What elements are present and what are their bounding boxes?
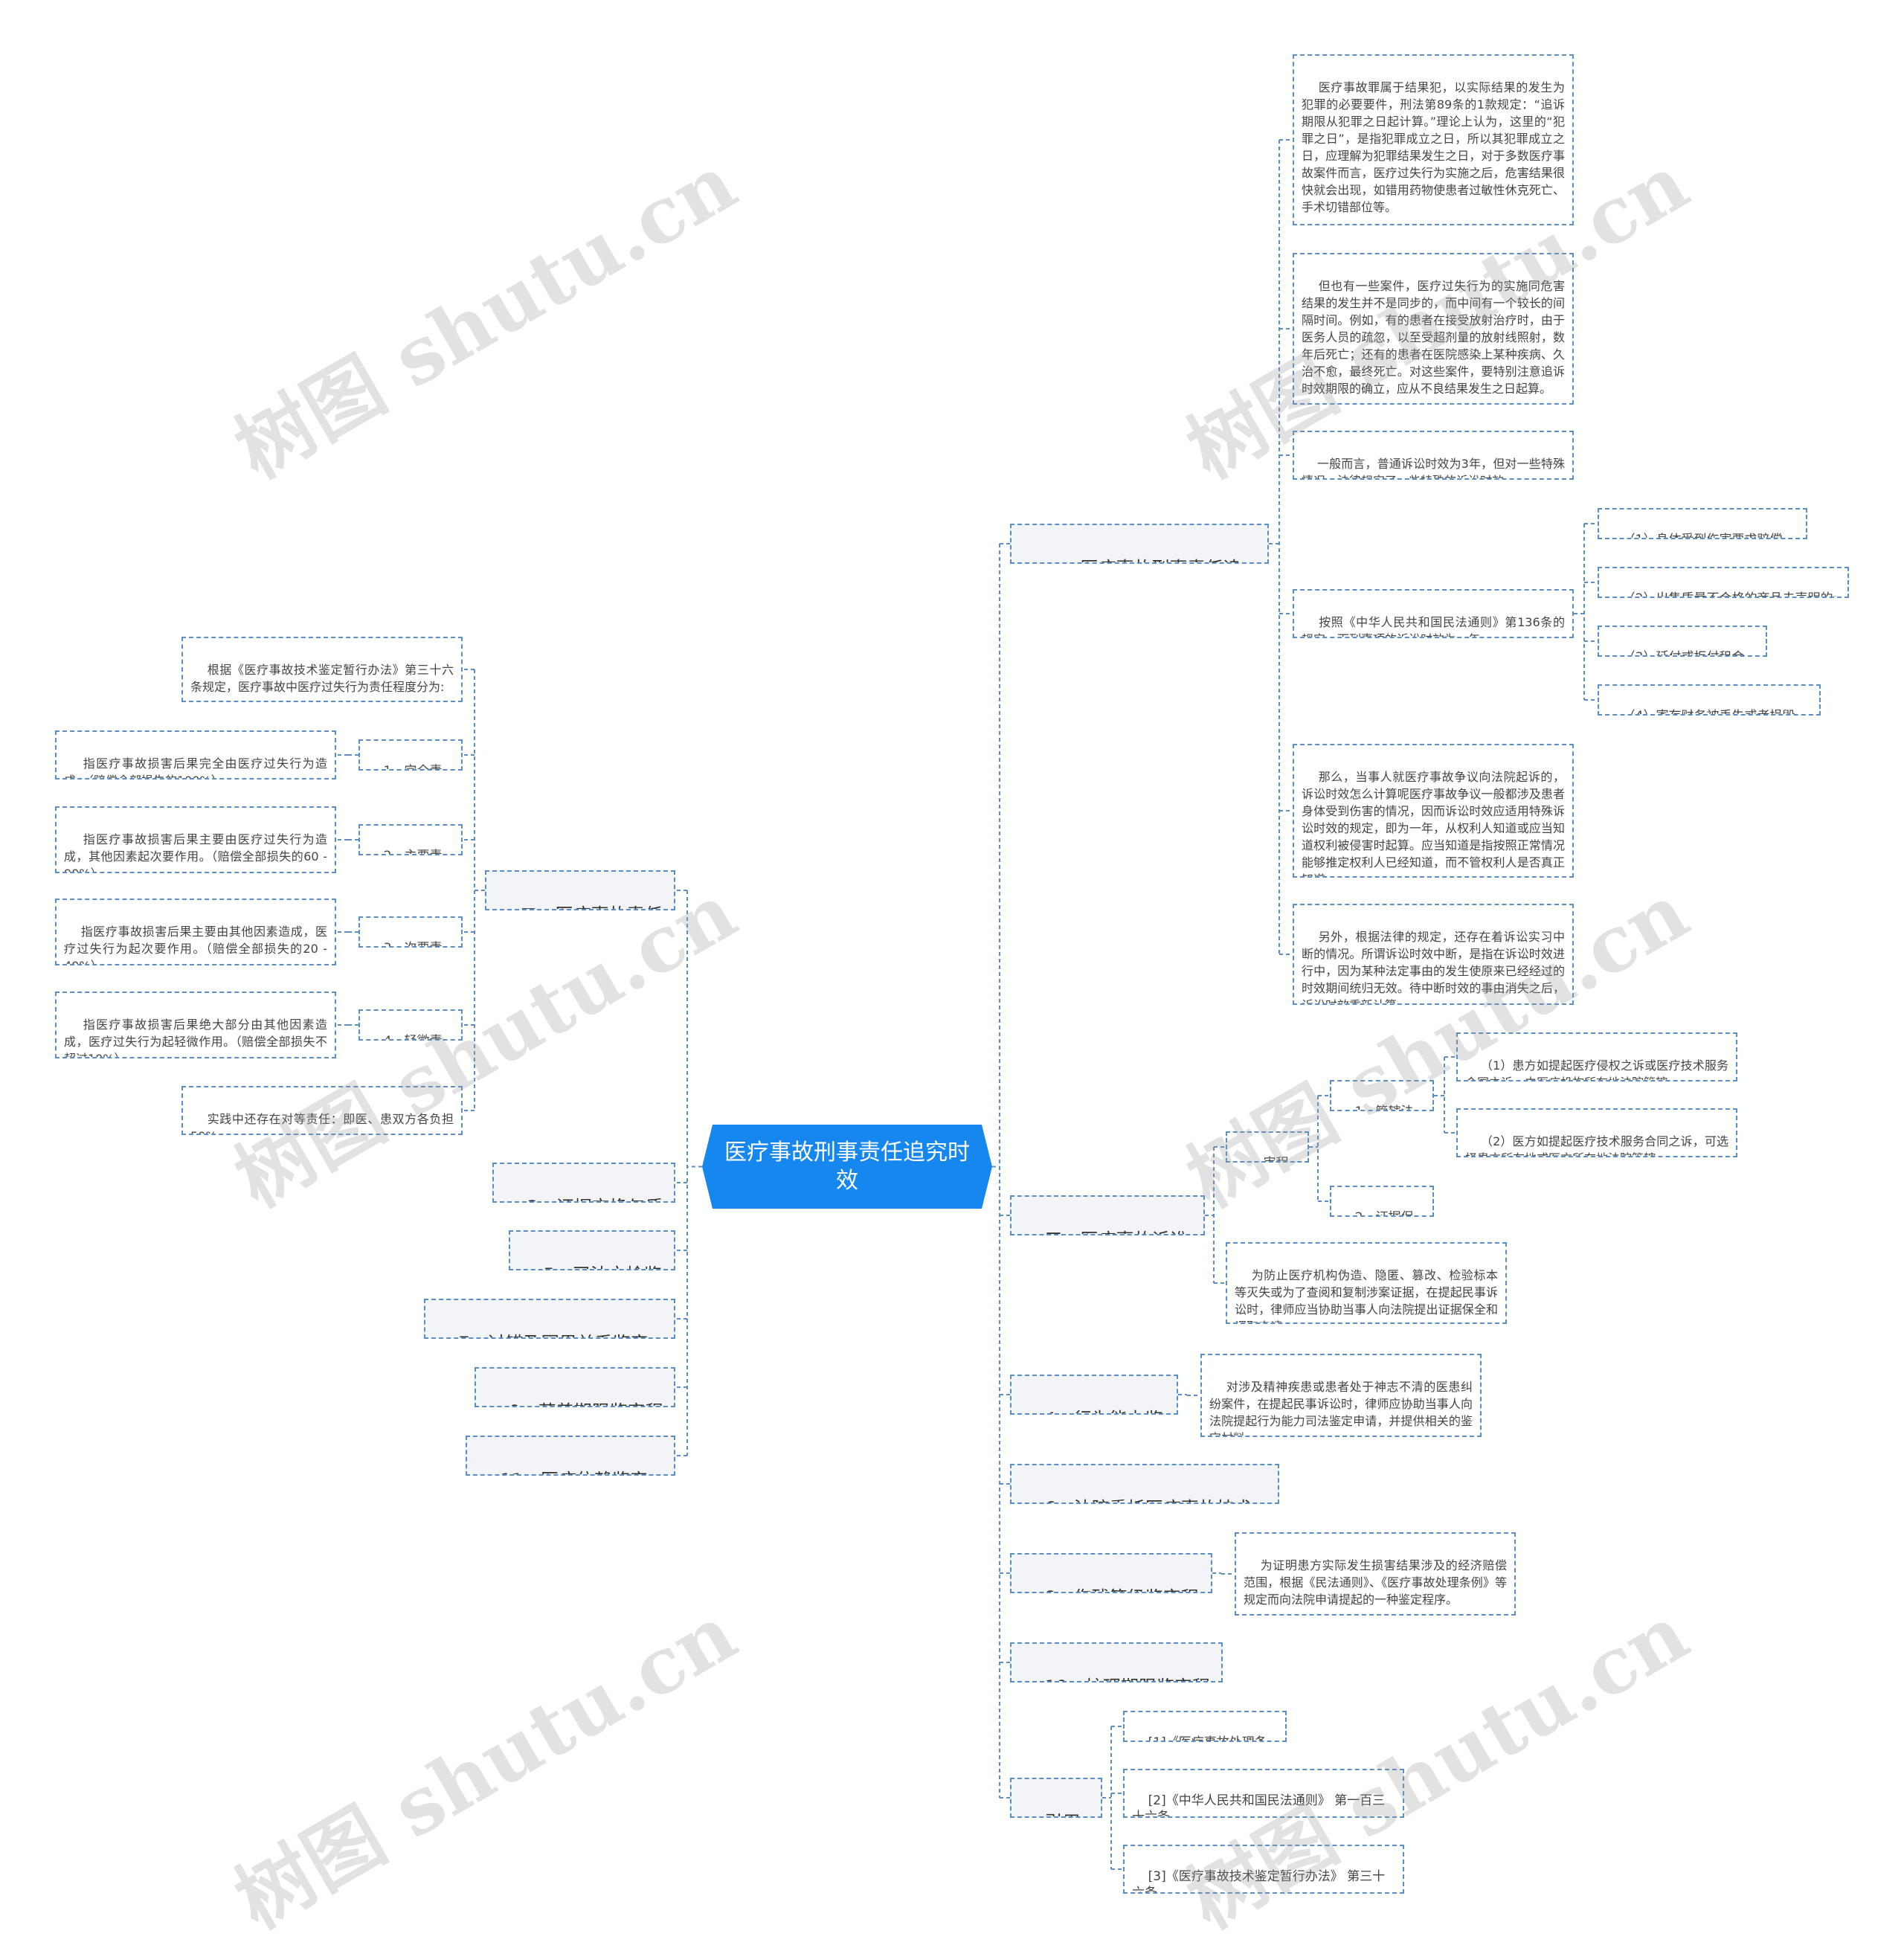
liability-full-desc[interactable]: 指医疗事故损害后果完全由医疗过失行为造成。（赔偿全部损失的100%） (55, 730, 336, 780)
reference-3[interactable]: [3]《医疗事故技术鉴定暂行办法》 第三十六条 (1123, 1845, 1404, 1894)
branch-liability-determination[interactable]: 二、医疗事故责任认定 (485, 870, 675, 910)
root-topic-label: 医疗事故刑事责任追究时效 (724, 1139, 970, 1194)
branch-evidence-exchange[interactable]: 3、证据交换与质证。 (492, 1163, 675, 1203)
one-year-item-2[interactable]: （2）出售质量不合格的商品未声明的; (1598, 567, 1849, 598)
branch-medical-dependence[interactable]: 11、医疗依赖鉴定程序。 (466, 1436, 675, 1476)
branch-court-technical-appraisal[interactable]: 6、法院委托医疗事故技术鉴定。 (1010, 1464, 1279, 1504)
item-text: 3、次要责任: (367, 941, 443, 946)
branch-label: 5、司法文检鉴定。 (521, 1264, 662, 1269)
note-general-period[interactable]: 一般而言，普通诉讼时效为3年，但对一些特殊情况，法律规定了一些特殊的诉讼时效。 (1293, 431, 1574, 480)
note-text: 实践中还存在对等责任：即医、患双方各负担50%。 (190, 1112, 454, 1134)
reference-1[interactable]: [1]《医疗事故处理条例》 (1123, 1711, 1287, 1742)
branch-label: 11、医疗依赖鉴定程序。 (477, 1470, 649, 1474)
note-one-year-items[interactable]: 按照《中华人民共和国民法通则》第136条的规定，下列事项的诉讼时效为一年: (1293, 589, 1574, 638)
note-text: 一般而言，普通诉讼时效为3年，但对一些特殊情况，法律规定了一些特殊的诉讼时效。 (1302, 457, 1565, 478)
note-equal-liability[interactable]: 实践中还存在对等责任：即医、患双方各负担50%。 (181, 1086, 463, 1135)
branch-nutrition-period[interactable]: 9、营养期限鉴定程序。 (475, 1367, 675, 1407)
note-liability-intro[interactable]: 根据《医疗事故技术鉴定暂行办法》第三十六条规定，医疗事故中医疗过失行为责任程度分… (181, 637, 463, 702)
note-text: （1）患方如提起医疗侵权之诉或医疗技术服务合同之诉，由医疗机构所在地法院管辖。 (1465, 1058, 1728, 1080)
one-year-item-4[interactable]: （4）寄存财务被丢失或者损毁的。 (1598, 684, 1821, 716)
item-text: 2、主要责任: (367, 849, 443, 854)
note-capacity[interactable]: 对涉及精神疾患或患者处于神志不清的医患纠纷案件，在提起民事诉讼时，律师应协助当事… (1200, 1354, 1482, 1437)
branch-statute-of-limitations[interactable]: 一、医疗事故刑事责任追究时效 (1010, 524, 1269, 564)
jurisdiction-provider[interactable]: （2）医方如提起医疗技术服务合同之诉，可选择患方所在地或医方所在地法院管辖。 (1456, 1108, 1737, 1157)
note-text: 另外，根据法律的规定，还存在着诉讼实习中断的情况。所谓诉讼时效中断，是指在诉讼时… (1302, 930, 1565, 1003)
branch-fault-causation-appraisal[interactable]: 7、过错及因果关系鉴定程序。 (424, 1299, 675, 1339)
note-text: （2）医方如提起医疗技术服务合同之诉，可选择患方所在地或医方所在地法院管辖。 (1465, 1134, 1728, 1156)
item-text: 2、证据保全。 (1339, 1210, 1414, 1215)
liability-minor[interactable]: 4、轻微责任: (358, 1009, 463, 1041)
reference-text: [2]《中华人民共和国民法通则》 第一百三十六条 (1132, 1793, 1386, 1818)
note-text: 指医疗事故损害后果主要由医疗过失行为造成，其他因素起次要作用。（赔偿全部损失的6… (64, 832, 327, 872)
one-year-item-1[interactable]: （1）身体受到伤害要求赔偿的; (1598, 508, 1807, 539)
liability-secondary-desc[interactable]: 指医疗事故损害后果主要由其他因素造成，医疗过失行为起次要作用。（赔偿全部损失的2… (55, 899, 336, 965)
branch-label: 一、医疗事故刑事责任追究时效 (1022, 558, 1241, 562)
liability-main-desc[interactable]: 指医疗事故损害后果主要由医疗过失行为造成，其他因素起次要作用。（赔偿全部损失的6… (55, 806, 336, 873)
note-interruption[interactable]: 另外，根据法律的规定，还存在着诉讼实习中断的情况。所谓诉讼时效中断，是指在诉讼时… (1293, 904, 1574, 1005)
note-disability[interactable]: 为证明患方实际发生损害结果涉及的经济赔偿范围，根据《民法通则》、《医疗事故处理条… (1235, 1532, 1516, 1616)
item-text: 一审程序: (1235, 1156, 1289, 1161)
branch-document-appraisal[interactable]: 5、司法文检鉴定。 (509, 1230, 675, 1270)
branch-disability-appraisal[interactable]: 8、伤残等级鉴定程序。 (1010, 1553, 1212, 1593)
note-text: 医疗事故罪属于结果犯，以实际结果的发生为犯罪的必要要件，刑法第89条的1款规定：… (1302, 80, 1565, 214)
liability-full[interactable]: 1、完全责任: (358, 739, 463, 771)
liability-main[interactable]: 2、主要责任: (358, 824, 463, 855)
reference-text: [3]《医疗事故技术鉴定暂行办法》 第三十六条 (1132, 1869, 1386, 1894)
note-text: 指医疗事故损害后果主要由其他因素造成，医疗过失行为起次要作用。（赔偿全部损失的2… (64, 925, 327, 964)
branch-label: 10、护理期限鉴定程序。 (1022, 1677, 1211, 1681)
branch-label: 4、行为能力鉴定。 (1022, 1409, 1163, 1413)
note-delayed-harm[interactable]: 但也有一些案件，医疗过失行为的实施同危害结果的发生并不是同步的，而中间有一个较长… (1293, 253, 1574, 405)
branch-label: 三、医疗事故诉讼程序 (1022, 1230, 1188, 1234)
jurisdiction[interactable]: 1、管辖法院。 (1330, 1080, 1434, 1111)
note-text: 根据《医疗事故技术鉴定暂行办法》第三十六条规定，医疗事故中医疗过失行为责任程度分… (190, 663, 454, 694)
note-result-crime[interactable]: 医疗事故罪属于结果犯，以实际结果的发生为犯罪的必要要件，刑法第89条的1款规定：… (1293, 54, 1574, 225)
branch-label: 9、营养期限鉴定程序。 (486, 1401, 663, 1406)
branch-references[interactable]: 引用法条 (1010, 1778, 1102, 1818)
branch-label: 3、证据交换与质证。 (504, 1197, 663, 1201)
branch-label: 二、医疗事故责任认定 (497, 904, 663, 909)
jurisdiction-patient[interactable]: （1）患方如提起医疗侵权之诉或医疗技术服务合同之诉，由医疗机构所在地法院管辖。 (1456, 1032, 1737, 1081)
item-text: （2）出售质量不合格的商品未声明的; (1623, 591, 1838, 597)
note-text: 那么，当事人就医疗事故争议向法院起诉的，诉讼时效怎么计算呢医疗事故争议一般都涉及… (1302, 770, 1565, 876)
note-text: 但也有一些案件，医疗过失行为的实施同危害结果的发生并不是同步的，而中间有一个较长… (1302, 279, 1565, 396)
one-year-item-3[interactable]: （3）延付或拒付租金的; (1598, 626, 1767, 657)
item-text: （3）延付或拒付租金的; (1606, 650, 1745, 655)
root-topic[interactable]: 医疗事故刑事责任追究时效 (702, 1125, 992, 1209)
branch-label: 8、伤残等级鉴定程序。 (1022, 1587, 1199, 1592)
liability-minor-desc[interactable]: 指医疗事故损害后果绝大部分由其他因素造成，医疗过失行为起轻微作用。（赔偿全部损失… (55, 991, 336, 1058)
first-instance[interactable]: 一审程序: (1226, 1131, 1309, 1163)
item-text: 4、轻微责任: (367, 1034, 443, 1039)
note-calculation[interactable]: 那么，当事人就医疗事故争议向法院起诉的，诉讼时效怎么计算呢医疗事故争议一般都涉及… (1293, 744, 1574, 878)
note-evidence[interactable]: 为防止医疗机构伪造、隐匿、篡改、检验标本等灭失或为了查阅和复制涉案证据，在提起民… (1226, 1242, 1507, 1324)
note-text: 指医疗事故损害后果完全由医疗过失行为造成。（赔偿全部损失的100%） (64, 756, 327, 778)
item-text: 1、管辖法院。 (1339, 1105, 1414, 1110)
note-text: 指医疗事故损害后果绝大部分由其他因素造成，医疗过失行为起轻微作用。（赔偿全部损失… (64, 1018, 327, 1057)
branch-label: 6、法院委托医疗事故技术鉴定。 (1022, 1498, 1252, 1502)
reference-text: [1]《医疗事故处理条例》 (1132, 1735, 1267, 1741)
note-text: 为证明患方实际发生损害结果涉及的经济赔偿范围，根据《民法通则》、《医疗事故处理条… (1244, 1558, 1507, 1607)
item-text: （1）身体受到伤害要求赔偿的; (1606, 533, 1783, 538)
evidence-preservation[interactable]: 2、证据保全。 (1330, 1186, 1434, 1217)
reference-2[interactable]: [2]《中华人民共和国民法通则》 第一百三十六条 (1123, 1769, 1404, 1818)
branch-label: 引用法条 (1022, 1812, 1081, 1816)
note-text: 按照《中华人民共和国民法通则》第136条的规定，下列事项的诉讼时效为一年: (1302, 615, 1565, 637)
item-text: （4）寄存财务被丢失或者损毁的。 (1606, 709, 1795, 714)
branch-litigation-procedure[interactable]: 三、医疗事故诉讼程序 (1010, 1195, 1205, 1235)
branch-capacity-appraisal[interactable]: 4、行为能力鉴定。 (1010, 1375, 1178, 1415)
note-text: 对涉及精神疾患或患者处于神志不清的医患纠纷案件，在提起民事诉讼时，律师应协助当事… (1209, 1380, 1473, 1436)
note-text: 为防止医疗机构伪造、隐匿、篡改、检验标本等灭失或为了查阅和复制涉案证据，在提起民… (1235, 1268, 1498, 1322)
branch-nursing-period[interactable]: 10、护理期限鉴定程序。 (1010, 1642, 1223, 1682)
branch-label: 7、过错及因果关系鉴定程序。 (436, 1333, 649, 1337)
liability-secondary[interactable]: 3、次要责任: (358, 916, 463, 948)
item-text: 1、完全责任: (367, 764, 443, 769)
